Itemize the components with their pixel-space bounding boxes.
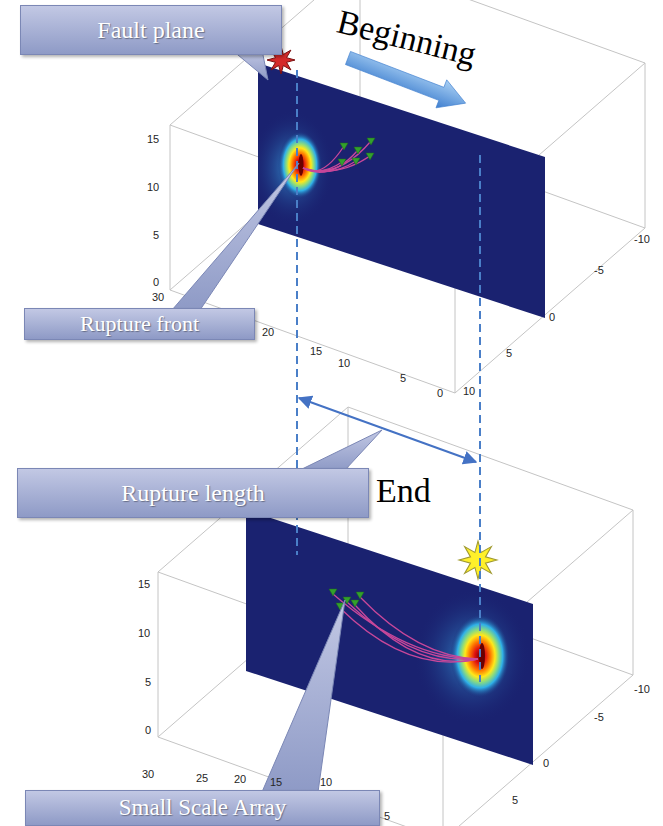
slip-patch <box>414 589 530 725</box>
axis-tick: 10 <box>463 385 475 398</box>
axis-tick: 10 <box>338 357 350 370</box>
station-marker <box>356 592 364 599</box>
ray-path <box>355 605 478 661</box>
slip-halo <box>414 589 530 725</box>
ray-path <box>340 608 478 662</box>
axis-tick: 10 <box>138 627 150 640</box>
axis-tick: 0 <box>549 311 555 324</box>
station-array <box>338 138 375 166</box>
axis-tick: -5 <box>594 264 604 277</box>
axis-tick: 0 <box>145 724 151 737</box>
ray-path <box>333 594 478 659</box>
axis-tick: -10 <box>634 233 650 246</box>
axis-tick: 5 <box>384 810 390 823</box>
callout-pointer <box>262 600 345 792</box>
station-marker <box>366 153 374 160</box>
callout-pointer <box>300 430 382 470</box>
axis-tick: 0 <box>437 387 443 400</box>
ray-path <box>303 156 370 171</box>
callout-pointers <box>172 50 382 792</box>
slip-peak <box>299 154 304 176</box>
ray-paths <box>303 141 371 172</box>
ray-path <box>303 141 371 171</box>
ray-paths <box>333 594 478 662</box>
callout-text: Rupture length <box>121 480 264 507</box>
axis-tick: 5 <box>145 676 151 689</box>
axis-tick: 10 <box>147 181 159 194</box>
callout-text: Small Scale Array <box>119 795 286 821</box>
station-marker <box>329 589 337 596</box>
station-marker <box>352 158 360 165</box>
axis-tick: 5 <box>512 794 518 807</box>
axis-tick: 25 <box>196 772 208 785</box>
fault-plane <box>246 510 533 765</box>
axis-tick: 5 <box>400 372 406 385</box>
axis-tick: 30 <box>152 291 164 304</box>
length-arrow <box>299 398 476 462</box>
projection-line <box>479 155 481 682</box>
station-marker <box>340 143 348 150</box>
axis-tick: 20 <box>234 773 246 786</box>
callout-text: Rupture front <box>80 311 199 337</box>
axis-tick: 15 <box>310 345 322 358</box>
station-marker <box>351 600 359 607</box>
fault-plane <box>258 63 545 318</box>
callout-box: Small Scale Array <box>25 790 380 826</box>
axis-tick: 10 <box>320 776 332 789</box>
callout-text: Fault plane <box>97 17 204 44</box>
axis-tick: 0 <box>543 757 549 770</box>
rupture-end-star <box>459 541 497 579</box>
axis-tick: 20 <box>262 326 274 339</box>
callout-pointer <box>172 163 299 310</box>
callout-box: Rupture front <box>24 308 255 340</box>
station-array <box>329 589 364 610</box>
axis-tick: -10 <box>634 683 650 696</box>
axis-tick: -5 <box>594 711 604 724</box>
station-marker <box>354 147 362 154</box>
callout-box: Fault plane <box>20 5 282 55</box>
callout-box: Rupture length <box>17 468 369 518</box>
panel-title: End <box>376 474 431 508</box>
axis-tick: 5 <box>506 347 512 360</box>
axis-tick: 15 <box>138 578 150 591</box>
axis-tick: 0 <box>153 276 159 289</box>
station-marker <box>338 159 346 166</box>
slip-core <box>278 131 322 199</box>
axis-tick: 15 <box>270 776 282 789</box>
station-marker <box>367 138 375 145</box>
axis-tick: 30 <box>142 768 154 781</box>
axis-tick: 5 <box>153 229 159 242</box>
axis-tick: 15 <box>147 133 159 146</box>
